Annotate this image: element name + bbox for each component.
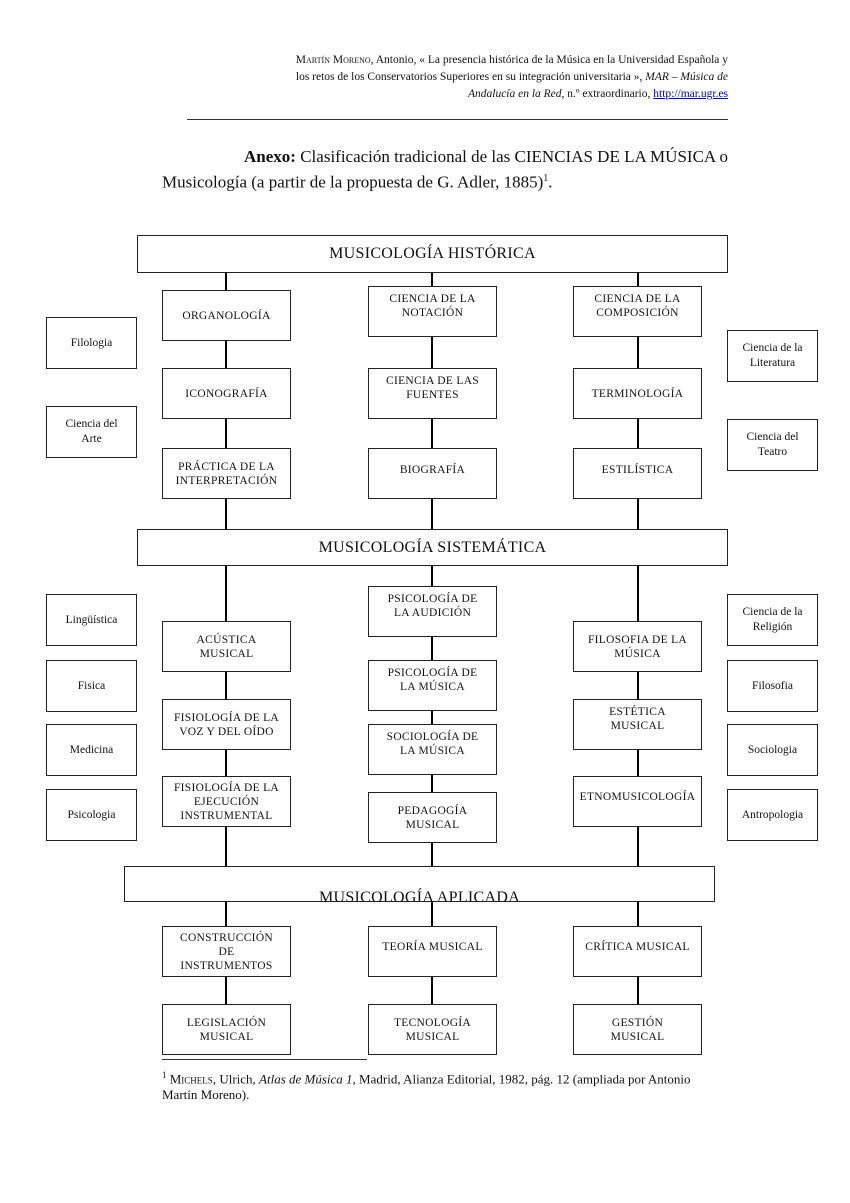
footnote-author: Michels [169,1071,213,1087]
box-teoria-musical: TEORÍA MUSICAL [368,926,497,977]
discipline-ciencia-teatro: Ciencia del Teatro [727,419,818,471]
running-header-line3: Andalucía en la Red, n.º extraordinario,… [468,86,728,103]
connector-line [431,565,433,867]
box-sociologia-musica: SOCIOLOGÍA DE LA MÚSICA [368,724,497,775]
discipline-ciencia-literatura: Ciencia de la Literatura [727,330,818,382]
header-text: , Antonio, « La presencia histórica de l… [370,54,728,66]
section-aplicada: MUSICOLOGÍA APLICADA [124,866,715,902]
header-text: los retos de los Conservatorios Superior… [295,71,646,83]
discipline-fisica: Fisica [46,660,137,712]
discipline-sociologia: Sociologia [727,724,818,776]
discipline-medicina: Medicina [46,724,137,776]
running-header-line1: Martín Moreno, Antonio, « La presencia h… [296,52,728,69]
section-aplicada-label: MUSICOLOGÍA APLICADA [318,889,521,902]
discipline-psicologia: Psicologia [46,789,137,841]
discipline-filosofia: Filosofia [727,660,818,712]
box-critica-musical: CRÍTICA MUSICAL [573,926,702,977]
header-journal: MAR – Música de [645,71,728,83]
connector-line [637,900,639,1055]
box-tecnologia-musical: TECNOLOGÍA MUSICAL [368,1004,497,1055]
box-estetica-musical: ESTÉTICA MUSICAL [573,699,702,750]
box-iconografia: ICONOGRAFÍA [162,368,291,419]
annex-text: Musicología (a partir de la propuesta de… [162,172,544,192]
discipline-antropologia: Antropologia [727,789,818,841]
annex-heading-line1: Anexo: Clasificación tradicional de las … [162,146,728,168]
box-psicologia-musica: PSICOLOGÍA DE LA MÚSICA [368,660,497,711]
annex-heading: Anexo: Clasificación tradicional de las … [162,146,728,192]
running-header-line2: los retos de los Conservatorios Superior… [296,69,728,86]
discipline-ciencia-religion: Ciencia de la Religión [727,594,818,646]
box-legislacion-musical: LEGISLACIÓN MUSICAL [162,1004,291,1055]
box-ciencia-notacion: CIENCIA DE LA NOTACIÓN [368,286,497,337]
footnote-title: Atlas de Música 1, [259,1071,356,1087]
box-ciencia-fuentes: CIENCIA DE LAS FUENTES [368,368,497,419]
box-terminologia: TERMINOLOGÍA [573,368,702,419]
box-psicologia-audicion: PSICOLOGÍA DE LA AUDICIÓN [368,586,497,637]
box-acustica-musical: ACÚSTICA MUSICAL [162,621,291,672]
connector-line [225,900,227,1055]
discipline-linguistica: Lingüística [46,594,137,646]
box-practica-interpretacion: PRÁCTICA DE LA INTERPRETACIÓN [162,448,291,499]
section-sistematica: MUSICOLOGÍA SISTEMÁTICA [137,529,728,566]
annex-text: Clasificación tradicional de las CIENCIA… [295,147,728,166]
box-fisiologia-ejecucion: FISIOLOGÍA DE LA EJECUCIÓN INSTRUMENTAL [162,776,291,827]
box-fisiologia-voz: FISIOLOGÍA DE LA VOZ Y DEL OÍDO [162,699,291,750]
journal-link[interactable]: http://mar.ugr.es [653,88,728,100]
header-rule [187,119,728,120]
footnote-text: , Ulrich, [212,1071,260,1087]
section-historica: MUSICOLOGÍA HISTÓRICA [137,235,728,273]
discipline-filologia: Filologia [46,317,137,369]
box-biografia: BIOGRAFÍA [368,448,497,499]
box-ciencia-composicion: CIENCIA DE LA COMPOSICIÓN [573,286,702,337]
header-journal: Andalucía en la Red, [467,88,565,100]
footnote-ref[interactable]: 1 [543,173,549,184]
header-author: Martín Moreno [295,54,371,66]
box-organologia: ORGANOLOGÍA [162,290,291,341]
footnote: 1 Michels, Ulrich, Atlas de Música 1, Ma… [162,1067,722,1103]
box-pedagogia-musical: PEDAGOGÍA MUSICAL [368,792,497,843]
box-etnomusicologia: ETNOMUSICOLOGÍA [573,776,702,827]
box-construccion-instrumentos: CONSTRUCCIÓN DE INSTRUMENTOS [162,926,291,977]
box-filosofia-musica: FILOSOFIA DE LA MÚSICA [573,621,702,672]
annex-label: Anexo: [244,147,296,166]
footnote-rule [162,1059,367,1060]
box-estilistica: ESTILÍSTICA [573,448,702,499]
footnote-number: 1 [162,1070,167,1080]
footnote-text: Madrid, Alianza Editorial, 1982, pág. 12… [162,1071,691,1103]
connector-line [431,900,433,1055]
box-gestion-musical: GESTIÓN MUSICAL [573,1004,702,1055]
header-issue: n.º extraordinario, [564,88,654,100]
discipline-ciencia-arte: Ciencia del Arte [46,406,137,458]
